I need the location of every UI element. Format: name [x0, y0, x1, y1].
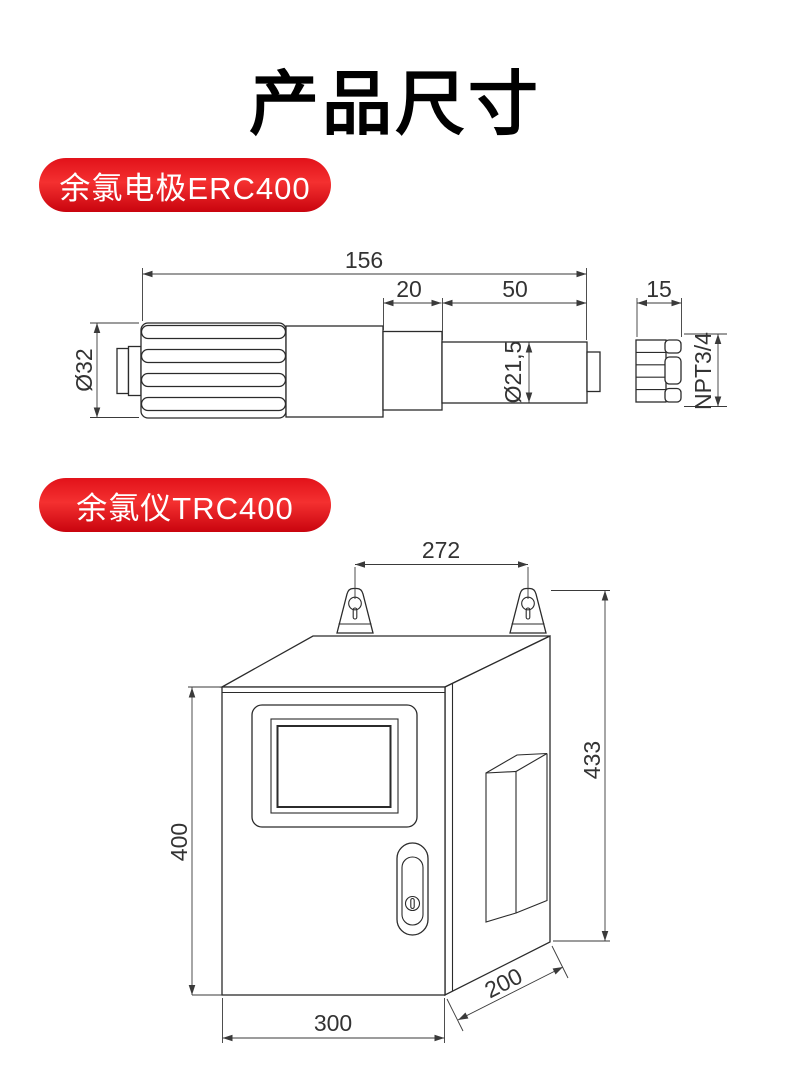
keyhole-left-icon	[348, 596, 362, 620]
dim-thread-length-label: 15	[646, 276, 672, 302]
dimension-overall-length: 156	[142, 247, 587, 340]
electrode-cap-tip	[116, 347, 130, 395]
section-banner-meter-label: 余氯仪TRC400	[76, 490, 294, 526]
dim-mid-length-label: 20	[396, 276, 422, 302]
section-banner-meter: 余氯仪TRC400	[39, 478, 331, 532]
electrode-body-section	[285, 325, 384, 418]
mounting-bracket-right	[509, 587, 547, 634]
dimension-front-length: 50	[442, 276, 587, 307]
electrode-tip-nub	[586, 351, 601, 393]
dimension-probe-diameter: Ø21,5	[500, 341, 533, 404]
dimension-mid-length: 20	[383, 276, 443, 340]
dim-body-width-label: 300	[314, 1010, 352, 1036]
dim-body-diameter-label: Ø32	[71, 348, 97, 391]
dimension-body-width: 300	[222, 998, 445, 1043]
electrode-knurl-ribs	[140, 324, 287, 412]
section-banner-electrode: 余氯电极ERC400	[39, 158, 331, 212]
dim-front-length-label: 50	[502, 276, 528, 302]
door-handle	[396, 842, 429, 936]
electrode-thread	[635, 339, 682, 403]
dim-overall-height-label: 433	[579, 741, 605, 779]
dimension-overall-height: 433	[551, 590, 610, 942]
dim-probe-diameter-label: Ø21,5	[500, 341, 526, 404]
dimension-thread-spec: NPT3/4	[684, 332, 727, 410]
side-duct-box	[485, 752, 548, 923]
dim-mounting-span-label: 272	[422, 537, 460, 563]
dimension-thread-length: 15	[636, 276, 682, 337]
section-banner-electrode-label: 余氯电极ERC400	[59, 170, 311, 206]
electrode-drawing: 156 20 50 15	[71, 247, 727, 419]
cabinet-side-face	[444, 634, 551, 997]
dimension-mounting-span: 272	[355, 537, 528, 568]
electrode-cap	[127, 345, 142, 397]
dimension-body-height: 400	[166, 686, 222, 996]
dimension-body-diameter: Ø32	[71, 322, 139, 418]
mounting-bracket-left	[336, 587, 374, 634]
display-window	[251, 704, 418, 828]
electrode-mid-section	[382, 330, 443, 411]
cabinet-drawing: 272 433 400 300	[166, 537, 610, 1043]
dim-overall-length-label: 156	[345, 247, 383, 273]
keyhole-right-icon	[521, 596, 535, 620]
handle-keyhole-icon	[404, 895, 421, 912]
dim-body-height-label: 400	[166, 823, 192, 861]
dim-thread-spec-label: NPT3/4	[690, 332, 716, 410]
page-title: 产品尺寸	[249, 65, 541, 143]
